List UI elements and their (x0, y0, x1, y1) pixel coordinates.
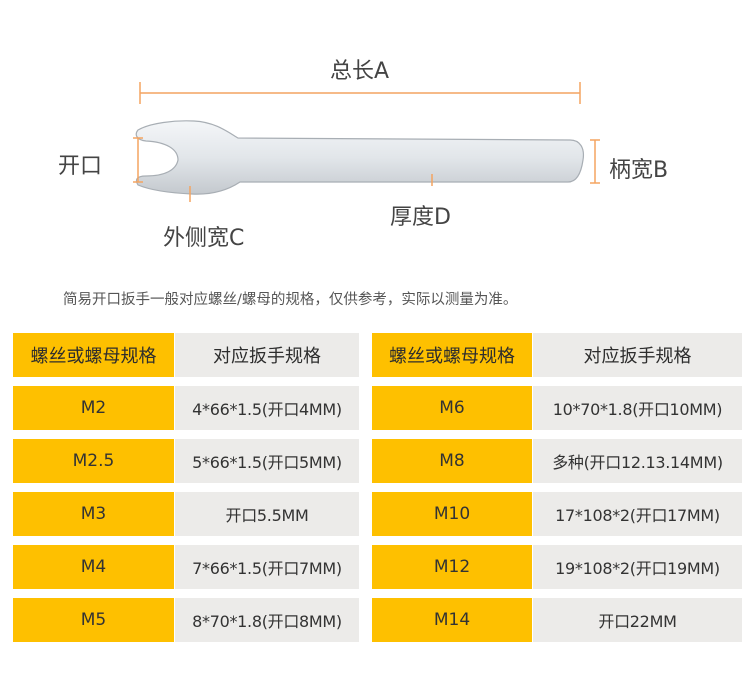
total-length-label: 总长A (330, 59, 390, 84)
table-row-wrench: 7*66*1.5(开口7MM) (175, 545, 359, 589)
header-bolt-spec: 螺丝或螺母规格 (13, 333, 174, 377)
table-row-bolt: M8 (372, 439, 532, 483)
spec-table-right: 螺丝或螺母规格 对应扳手规格 M6 10*70*1.8(开口10MM) M8 多… (372, 333, 742, 643)
table-row-bolt: M12 (372, 545, 532, 589)
table-row-bolt: M14 (372, 598, 532, 642)
spec-table-left: 螺丝或螺母规格 对应扳手规格 M2 4*66*1.5(开口4MM) M2.5 5… (13, 333, 359, 643)
table-row-wrench: 开口5.5MM (175, 492, 359, 536)
table-row-wrench: 5*66*1.5(开口5MM) (175, 439, 359, 483)
table-row-bolt: M2.5 (13, 439, 174, 483)
header-wrench-spec: 对应扳手规格 (533, 333, 742, 377)
table-row-bolt: M6 (372, 386, 532, 430)
table-row-bolt: M2 (13, 386, 174, 430)
handle-width-dimension (590, 139, 600, 184)
header-wrench-spec: 对应扳手规格 (175, 333, 359, 377)
outer-width-label: 外侧宽C (163, 226, 245, 251)
table-row-wrench: 17*108*2(开口17MM) (533, 492, 742, 536)
wrench-shape (135, 120, 585, 195)
table-row-bolt: M5 (13, 598, 174, 642)
wrench-diagram (133, 82, 600, 202)
table-row-bolt: M4 (13, 545, 174, 589)
table-row-wrench: 4*66*1.5(开口4MM) (175, 386, 359, 430)
table-row-bolt: M10 (372, 492, 532, 536)
table-row-wrench: 10*70*1.8(开口10MM) (533, 386, 742, 430)
table-row-wrench: 开口22MM (533, 598, 742, 642)
header-bolt-spec: 螺丝或螺母规格 (372, 333, 532, 377)
opening-label: 开口 (58, 154, 103, 179)
table-row-wrench: 19*108*2(开口19MM) (533, 545, 742, 589)
table-row-wrench: 多种(开口12.13.14MM) (533, 439, 742, 483)
handle-width-label: 柄宽B (609, 158, 669, 183)
opening-dimension (133, 137, 143, 183)
table-row-wrench: 8*70*1.8(开口8MM) (175, 598, 359, 642)
thickness-label: 厚度D (390, 205, 451, 230)
table-row-bolt: M3 (13, 492, 174, 536)
total-length-dimension (139, 82, 581, 104)
reference-note: 简易开口扳手一般对应螺丝/螺母的规格，仅供参考，实际以测量为准。 (63, 292, 518, 308)
